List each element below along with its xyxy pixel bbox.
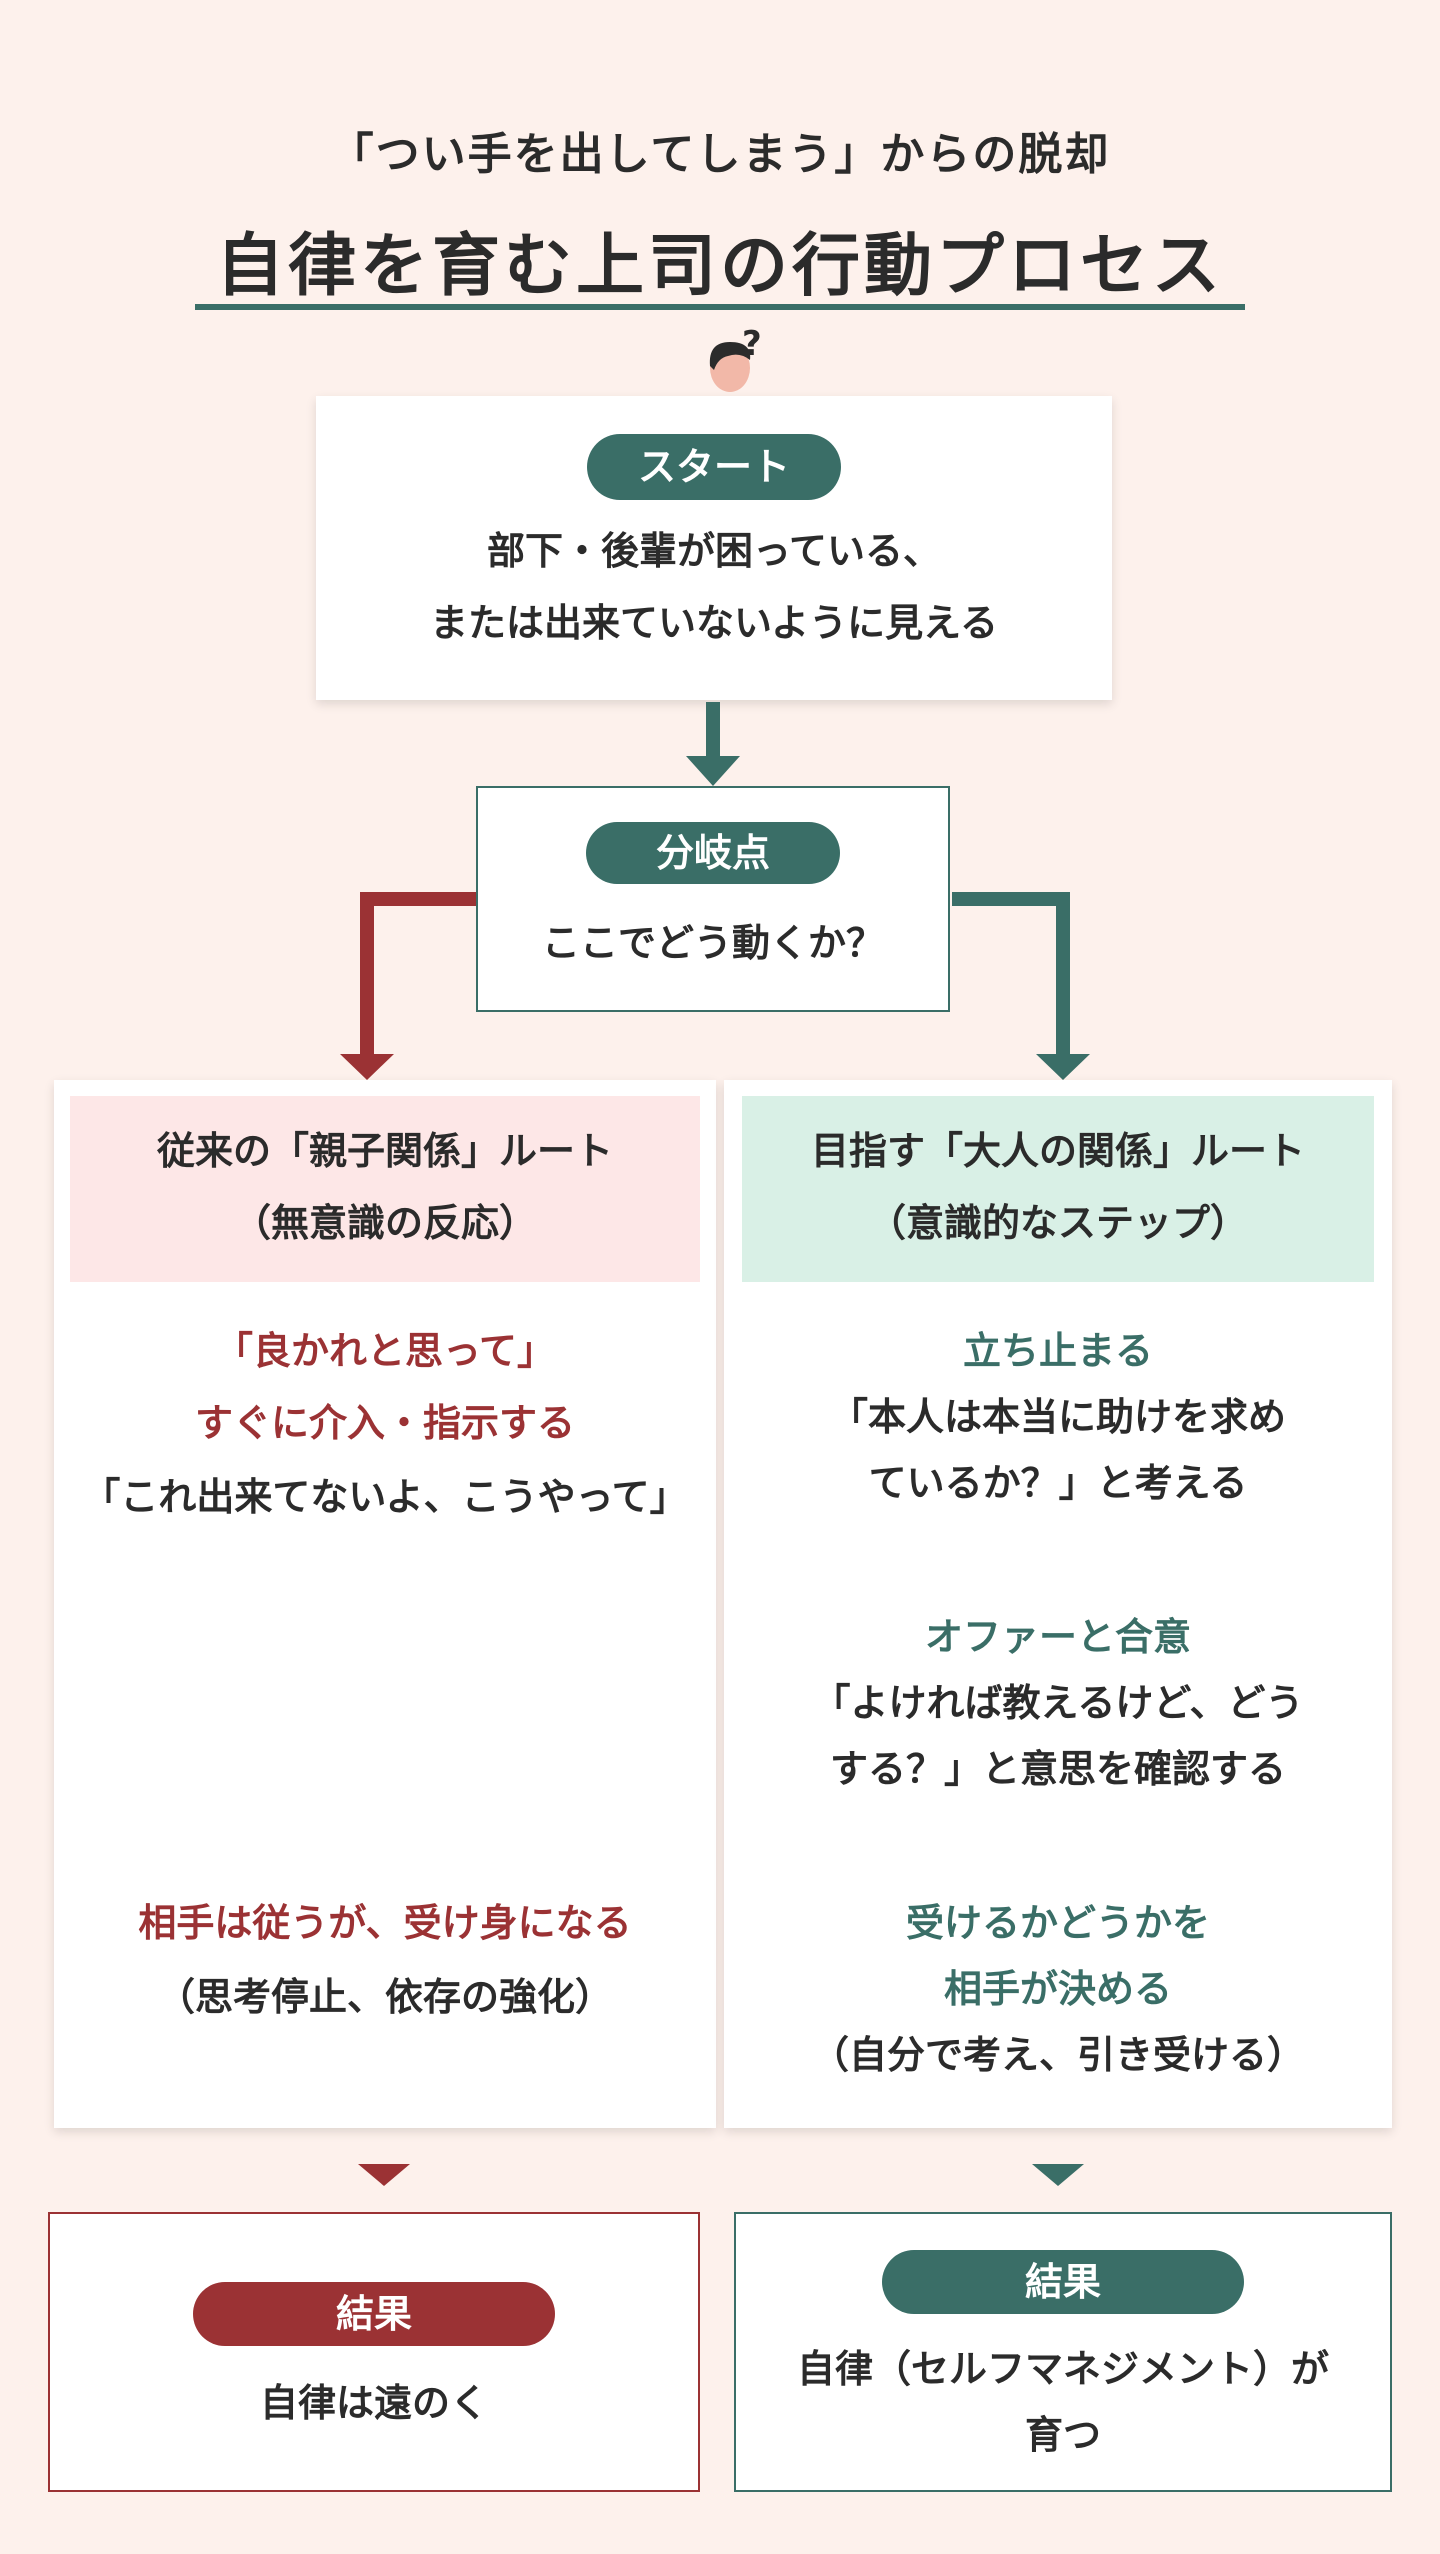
title-underline — [195, 304, 1245, 310]
right-result-badge: 結果 — [882, 2250, 1244, 2314]
subtitle: 「つい手を出してしまう」からの脱却 — [329, 129, 1111, 180]
start-card: スタート 部下・後輩が困っている、 または出来ていないように見える — [316, 396, 1112, 700]
left-result-badge: 結果 — [193, 2282, 555, 2346]
left-route-title: 従来の「親子関係」ルート — [156, 1129, 613, 1173]
left-quote: 「これ出来てないよ、こうやって」 — [82, 1475, 688, 1519]
branch-box: 分岐点 ここでどう動くか？ — [476, 786, 950, 1012]
page-title: 自律を育む上司の行動プロセス — [215, 227, 1224, 306]
left-route-header: 従来の「親子関係」ルート （無意識の反応） — [70, 1096, 700, 1282]
left-outcome-line-1: 相手は従うが、受け身になる — [138, 1901, 632, 1945]
right-route-header: 目指す「大人の関係」ルート （意識的なステップ） — [742, 1096, 1374, 1282]
step3-title-line-2: 相手が決める — [943, 1967, 1172, 2011]
step1-line-2: ているか？」と考える — [868, 1461, 1248, 1505]
right-route-title: 目指す「大人の関係」ルート — [810, 1129, 1305, 1173]
right-result-line-1: 自律（セルフマネジメント）が — [796, 2347, 1329, 2391]
step1-title: 立ち止まる — [962, 1329, 1153, 1373]
right-route-subtitle: （意識的なステップ） — [867, 1201, 1248, 1245]
left-route-card: 従来の「親子関係」ルート （無意識の反応） 「良かれと思って」 すぐに介入・指示… — [54, 1080, 716, 2128]
step2-line-2: する？」と意思を確認する — [829, 1747, 1286, 1791]
left-outcome-line-2: （思考停止、依存の強化） — [156, 1975, 613, 2019]
start-badge: スタート — [587, 434, 841, 500]
branch-badge: 分岐点 — [586, 822, 840, 884]
right-result-box: 結果 自律（セルフマネジメント）が 育つ — [734, 2212, 1392, 2492]
step1-line-1: 「本人は本当に助けを求め — [829, 1395, 1286, 1439]
start-text-line-2: または出来ていないように見える — [429, 601, 999, 645]
start-text-line-1: 部下・後輩が困っている、 — [486, 529, 942, 573]
left-action-line-1: 「良かれと思って」 — [214, 1329, 556, 1373]
left-result-box: 結果 自律は遠のく — [48, 2212, 700, 2492]
left-result-text: 自律は遠のく — [259, 2381, 488, 2425]
left-action-line-2: すぐに介入・指示する — [194, 1401, 575, 1445]
right-result-line-2: 育つ — [1024, 2413, 1101, 2457]
step3-title-line-1: 受けるかどうかを — [905, 1901, 1210, 1945]
branch-question: ここでどう動くか？ — [541, 921, 884, 965]
question-mark-icon: ? — [742, 324, 762, 364]
step3-sub: （自分で考え、引き受ける） — [810, 2033, 1305, 2077]
step2-title: オファーと合意 — [924, 1615, 1191, 1659]
step2-line-1: 「よければ教えるけど、どう — [812, 1681, 1304, 1725]
left-route-subtitle: （無意識の反応） — [232, 1201, 537, 1245]
right-route-card: 目指す「大人の関係」ルート （意識的なステップ） 立ち止まる 「本人は本当に助け… — [724, 1080, 1392, 2128]
